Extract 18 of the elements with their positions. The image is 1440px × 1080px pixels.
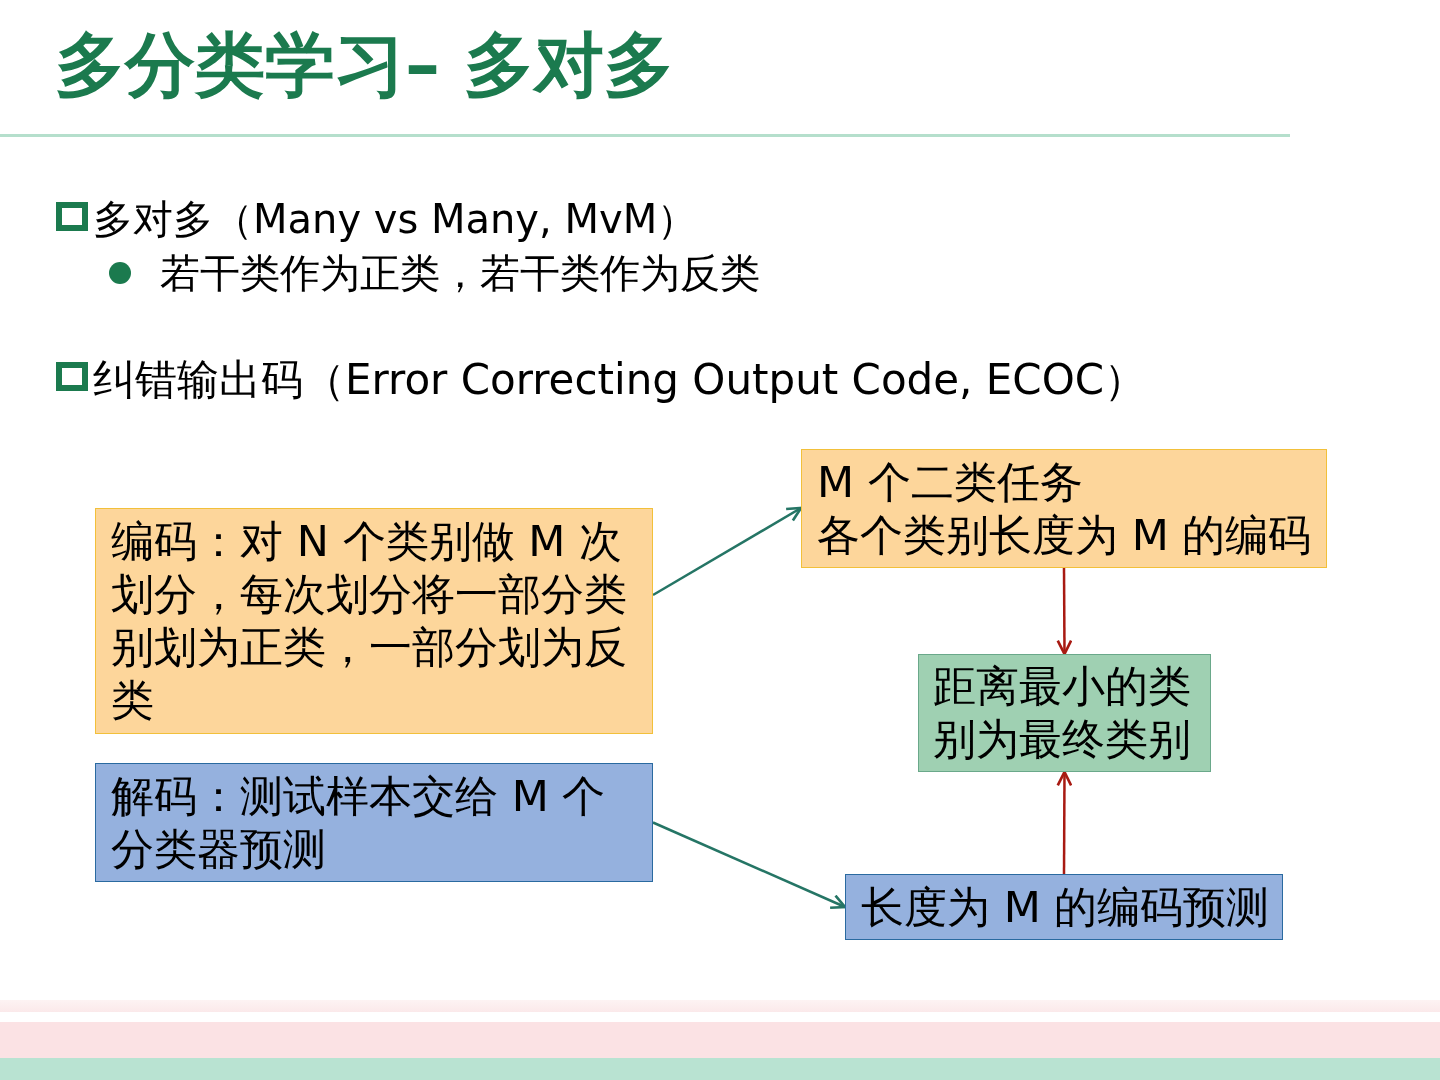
- text-box: [845, 874, 1283, 940]
- step-text: 长度为 M 的编码预测: [861, 880, 1270, 934]
- bullet-text: 纠错输出码（Error Correcting Output Code, ECOC）: [93, 354, 1147, 406]
- step-text: 距离最小的类别为最终类别: [933, 660, 1192, 766]
- arrow: [652, 506, 803, 597]
- bullet-text: 若干类作为正类，若干类作为反类: [160, 249, 760, 298]
- bullet-text: 多对多（Many vs Many, MvM）: [93, 195, 698, 244]
- text-box: [801, 449, 1327, 568]
- arrow: [1056, 770, 1073, 874]
- text-box: [95, 763, 653, 882]
- arrow: [652, 821, 847, 910]
- text-box: [918, 654, 1211, 772]
- step-text: 解码：测试样本交给 M 个分类器预测: [111, 769, 607, 876]
- step-text: M 个二类任务: [817, 455, 1083, 509]
- step-text: 各个类别长度为 M 的编码: [817, 508, 1312, 562]
- slide-title: 多分类学习– 多对多: [55, 24, 675, 106]
- arrow: [1056, 568, 1073, 656]
- step-text: 编码：对 N 个类别做 M 次划分，每次划分将一部分类别划为正类，一部分划为反类: [111, 515, 628, 727]
